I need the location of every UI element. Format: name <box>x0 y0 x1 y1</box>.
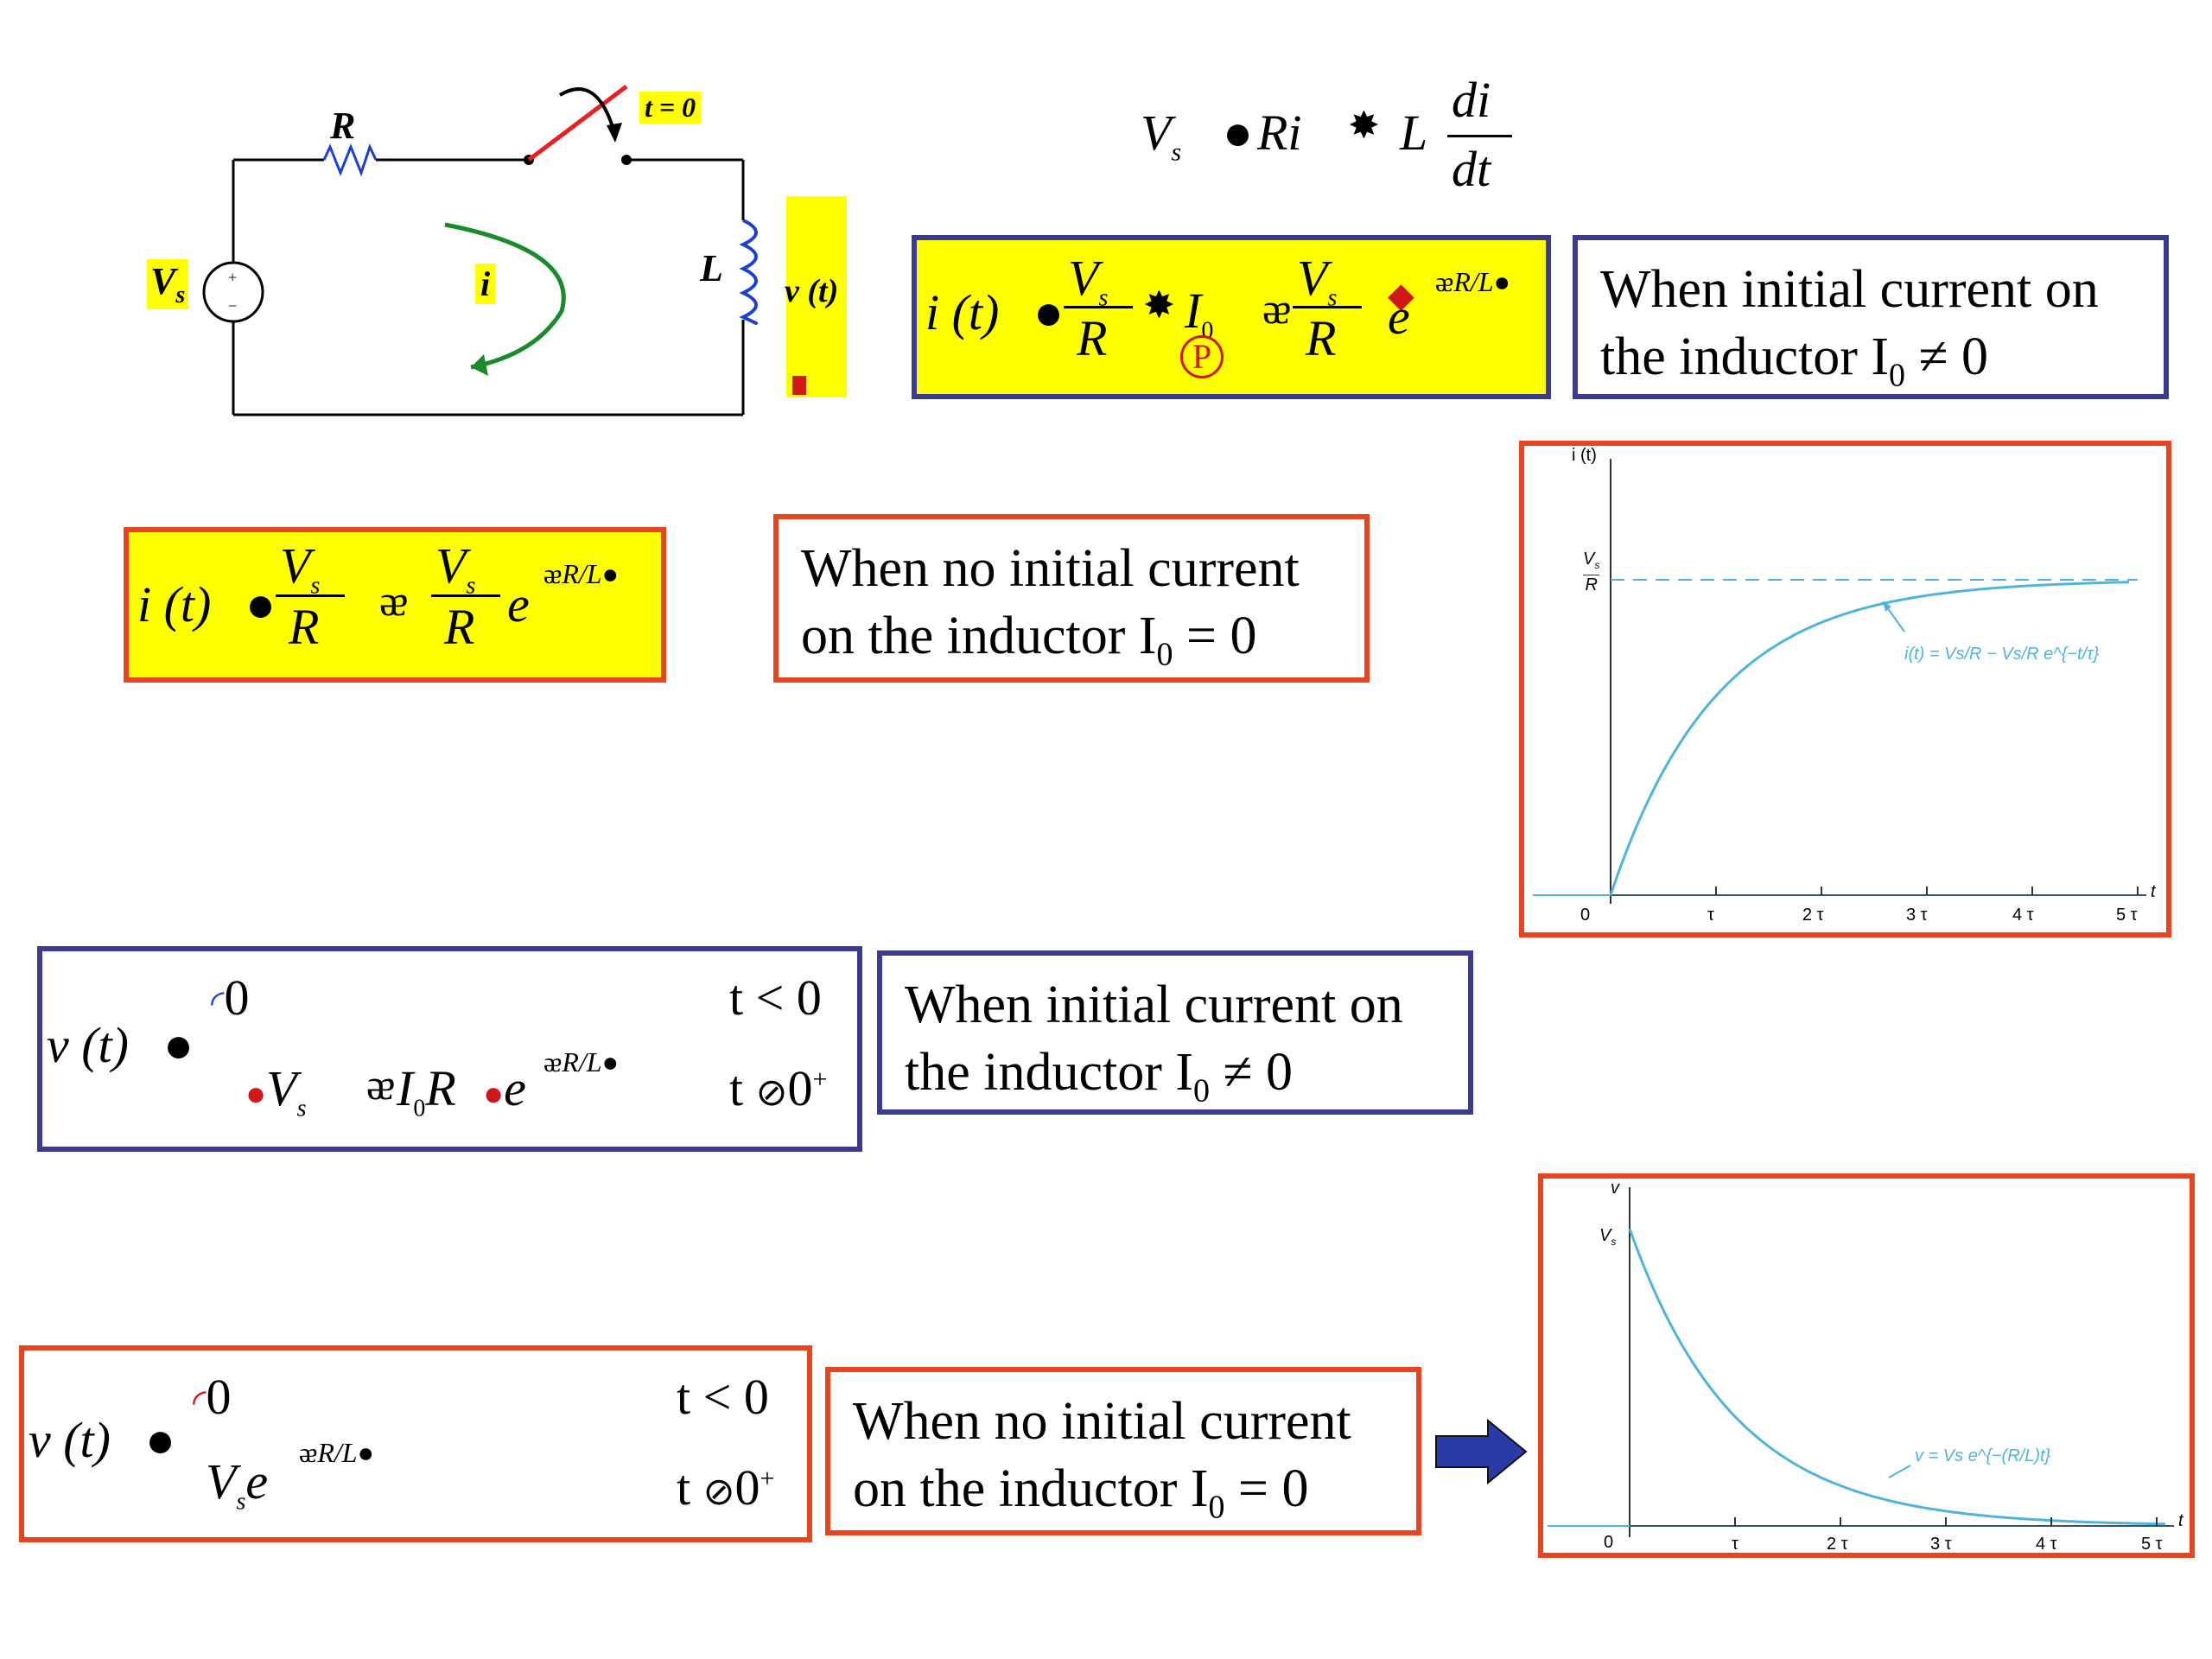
voltage-zero-initial-solution: v (t) ● ◜0 t < 0 Vse ᴂR/L● t ⊘0+ <box>19 1345 812 1542</box>
inductor-symbol <box>739 219 758 325</box>
plot-i-tick-2: 2 τ <box>1802 906 1824 925</box>
plot-v-level-label: Vs <box>1599 1226 1617 1248</box>
voltage-curve <box>1628 1228 2166 1526</box>
voltage-source-symbol <box>202 261 264 323</box>
plot-i-xlabel: t <box>2151 882 2156 901</box>
plot-i-level-label: Vs R <box>1583 550 1600 594</box>
resistor-label: R <box>330 105 356 147</box>
voltage-label: v (t) <box>785 273 839 309</box>
current-curve <box>1609 581 2130 896</box>
source-label: Vs <box>147 259 189 309</box>
switch-blade <box>527 85 628 162</box>
plot-voltage-decay: v Vs 0 t v = Vs e^{−(R/L)t} τ 2 τ 3 τ 4 … <box>1538 1173 2195 1558</box>
current-arrow <box>444 222 566 370</box>
plot-v-tick-5: 5 τ <box>2141 1535 2163 1554</box>
plot-i-annotation: i(t) = Vs/R − Vs/R e^{−t/τ} <box>1904 645 2100 664</box>
note-initial-current-zero-1: When no initial current on the inductor … <box>773 514 1370 683</box>
plot-v-origin: 0 <box>1604 1533 1614 1552</box>
plot-i-tick-5: 5 τ <box>2116 906 2138 925</box>
plot-i-tick-3: 3 τ <box>1906 906 1928 925</box>
svg-text:+: + <box>228 269 237 286</box>
svg-text:−: − <box>228 297 237 315</box>
plot-v-tick-1: τ <box>1732 1535 1738 1554</box>
right-arrow-icon <box>1434 1417 1529 1486</box>
note-initial-current-nonzero-1: When initial current on the inductor I0 … <box>1573 235 2169 399</box>
plot-current-step-response: i (t) Vs R 0 t i(t) = Vs/R − Vs/R e^{−t/… <box>1519 441 2171 938</box>
plot-i-tick-4: 4 τ <box>2012 906 2034 925</box>
note-initial-current-nonzero-2: When initial current on the inductor I0 … <box>877 950 1473 1115</box>
plot-i-ylabel: i (t) <box>1572 446 1597 465</box>
plot-v-xlabel: t <box>2178 1511 2183 1530</box>
kvl-equation: Vs ● Ri ✸ L di dt <box>1141 72 1529 207</box>
switch-label: t = 0 <box>639 92 702 124</box>
current-label: i <box>475 264 496 304</box>
plot-i-tick-1: τ <box>1707 906 1714 925</box>
circuit-schematic: + − <box>202 85 847 416</box>
plot-v-ylabel: v <box>1611 1179 1619 1198</box>
plot-v-annotation: v = Vs e^{−(R/L)t} <box>1915 1446 2051 1465</box>
rl-circuit-diagram: + − R t = 0 Vs i L v (t) <box>130 78 873 423</box>
current-general-solution: i (t) ● Vs R ✸ I0 P ᴂ Vs R ◆ e ᴂR/L● <box>912 235 1551 399</box>
plot-i-origin: 0 <box>1580 906 1591 925</box>
note-initial-current-zero-2: When no initial current on the inductor … <box>825 1367 1421 1535</box>
plot-v-tick-2: 2 τ <box>1827 1535 1848 1554</box>
plot-v-tick-4: 4 τ <box>2036 1535 2057 1554</box>
plot-v-tick-3: 3 τ <box>1930 1535 1952 1554</box>
current-zero-initial-solution: i (t) ● Vs R ᴂ Vs R e ᴂR/L● <box>124 527 666 683</box>
resistor-symbol <box>322 143 378 177</box>
inductor-label: L <box>700 247 723 289</box>
voltage-general-solution: v (t) ● ◜0 t < 0 ●Vs ᴂ I0R ●e ᴂR/L● t ⊘0… <box>37 946 862 1152</box>
